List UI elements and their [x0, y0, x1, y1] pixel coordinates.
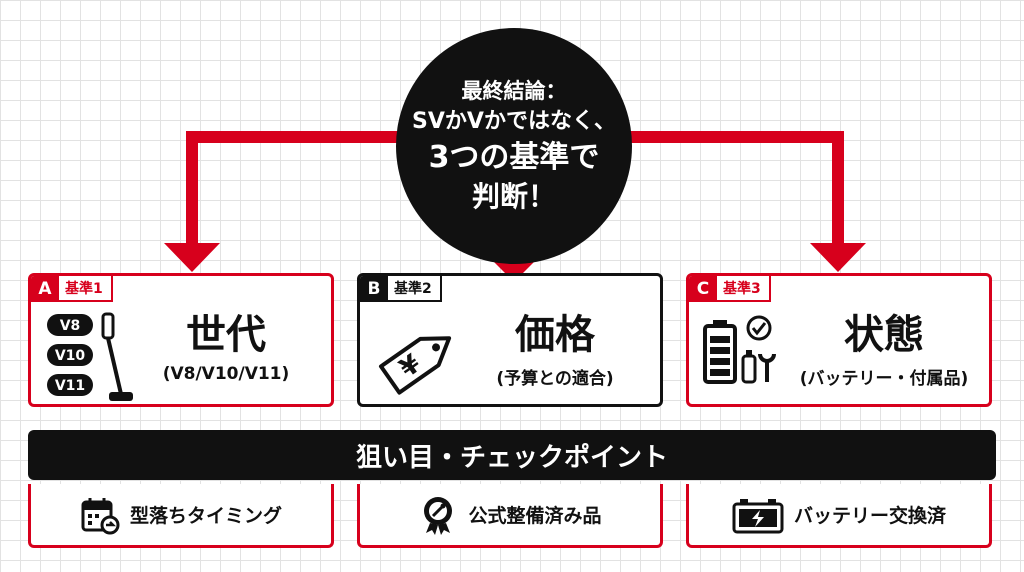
- checkpoint-label: 公式整備済み品: [468, 505, 602, 527]
- vacuum-generations-icon: V8 V10 V11: [41, 310, 137, 404]
- vacuum-icon: [101, 312, 133, 401]
- certified-badge-icon: [424, 496, 453, 535]
- battery-accessories-icon: [699, 310, 795, 404]
- check-circle-icon: [746, 315, 772, 341]
- criterion-subtitle: (V8/V10/V11): [162, 364, 290, 384]
- criterion-tag-c: C 基準3: [689, 276, 771, 302]
- checkpoint-item-3: バッテリー交換済: [686, 484, 992, 548]
- criterion-letter: B: [360, 276, 388, 302]
- conclusion-line-1: 最終結論：: [461, 79, 567, 103]
- arrow-head-center: [490, 258, 538, 282]
- conclusion-line-3: 3つの基準で: [428, 140, 600, 175]
- criterion-tag-a: A 基準1: [31, 276, 113, 302]
- calendar-arrow-icon: [81, 497, 120, 534]
- conclusion-line-4: 判断！: [471, 180, 556, 213]
- bottle-icon: [741, 350, 757, 384]
- criterion-title: 世代: [186, 312, 266, 358]
- checkpoint-item-1: 型落ちタイミング: [28, 484, 334, 548]
- price-tag-icon: ¥: [370, 310, 466, 404]
- criterion-letter: A: [31, 276, 59, 302]
- criterion-card-b: B 基準2 ¥ 価格 (予算との適合): [357, 273, 663, 407]
- badge-v11: V11: [55, 378, 85, 394]
- arrow-line-left: [186, 131, 400, 245]
- conclusion-circle: 最終結論： SVかVかではなく、 3つの基準で 判断！: [396, 28, 632, 264]
- checkpoint-label: 型落ちタイミング: [129, 505, 282, 527]
- checkpoint-label: バッテリー交換済: [793, 505, 946, 527]
- battery-bolt-icon: [732, 498, 784, 533]
- conclusion-line-2: SVかVかではなく、: [412, 109, 616, 134]
- criterion-label: 基準1: [59, 276, 113, 302]
- arrow-head-left: [164, 243, 220, 272]
- criterion-card-a: A 基準1 V8 V10 V11 世代 (V8/V10/V11): [28, 273, 334, 407]
- wrench-icon: [758, 353, 776, 382]
- badge-v8: V8: [60, 318, 81, 334]
- criterion-letter: C: [689, 276, 717, 302]
- criterion-subtitle: (予算との適合): [496, 369, 614, 389]
- arrow-head-right: [810, 243, 866, 272]
- criterion-card-c: C 基準3 状態: [686, 273, 992, 407]
- arrow-line-right: [628, 131, 844, 245]
- criterion-title: 状態: [844, 312, 924, 358]
- battery-level-icon: [703, 320, 737, 384]
- badge-v10: V10: [55, 348, 86, 364]
- checkpoint-header: 狙い目・チェックポイント: [28, 430, 996, 480]
- criterion-subtitle: (バッテリー・付属品): [799, 369, 969, 389]
- criterion-tag-b: B 基準2: [360, 276, 442, 302]
- criterion-label: 基準2: [388, 276, 442, 302]
- criterion-label: 基準3: [717, 276, 771, 302]
- criterion-title: 価格: [515, 312, 595, 358]
- checkpoint-item-2: 公式整備済み品: [357, 484, 663, 548]
